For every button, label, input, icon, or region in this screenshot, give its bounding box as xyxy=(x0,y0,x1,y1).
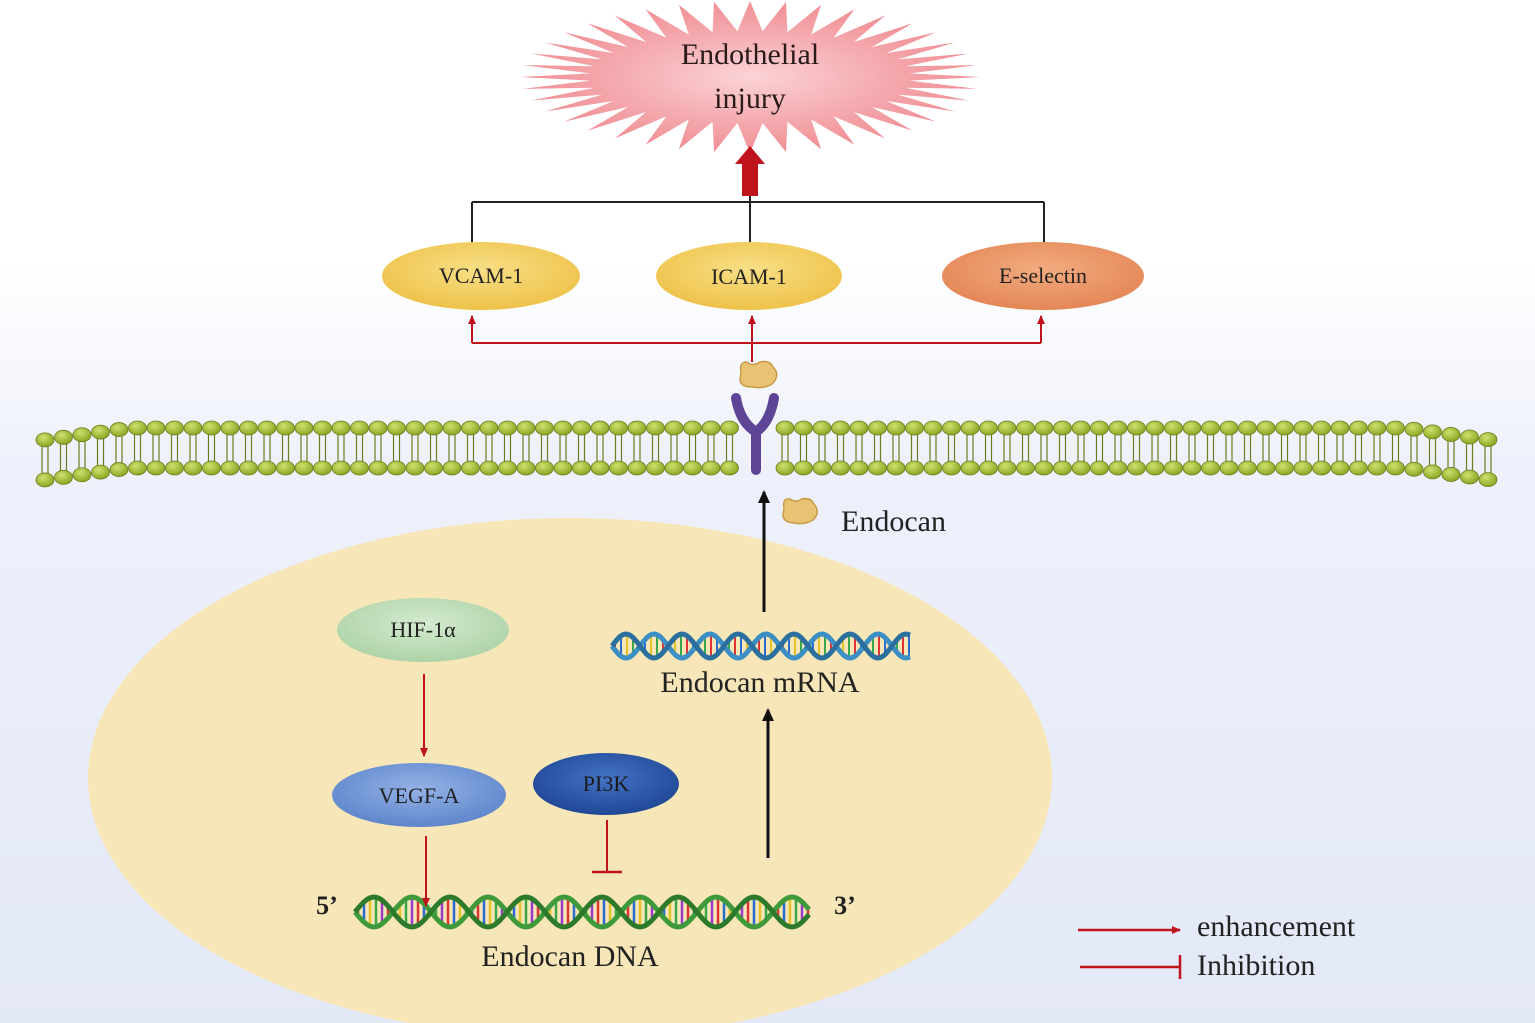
endocan-dna-helix xyxy=(353,894,811,930)
legend-inhibition-label: Inhibition xyxy=(1197,949,1316,982)
injury-arrow xyxy=(735,146,765,196)
icam-1-label: ICAM-1 xyxy=(711,264,787,289)
e-selectin-node xyxy=(942,242,1144,310)
endocan-receptor xyxy=(731,393,779,475)
endothelial-injury-label: Endothelial injury xyxy=(681,33,819,121)
pi3k-node xyxy=(533,753,679,815)
injury-label-line2: injury xyxy=(714,82,786,115)
vcam-1-label: VCAM-1 xyxy=(438,263,524,288)
endocan-dna-label: Endocan DNA xyxy=(481,940,659,973)
vegf-a-node xyxy=(332,763,506,827)
endocan-mrna-strand xyxy=(609,631,912,661)
pi3k-inhibition xyxy=(592,820,622,874)
e-selectin-label: E-selectin xyxy=(999,263,1087,288)
legend-enhancement-label: enhancement xyxy=(1197,910,1356,943)
hif-1a-label: HIF-1α xyxy=(390,617,456,642)
vcam-1-node xyxy=(382,242,580,310)
pi3k-label: PI3K xyxy=(582,771,630,796)
endocan-mrna-label: Endocan mRNA xyxy=(660,666,860,699)
icam-1-node xyxy=(656,242,842,310)
enhancement-bracket xyxy=(468,315,1045,362)
three-prime-label: 3’ xyxy=(834,891,856,920)
five-prime-label: 5’ xyxy=(316,891,338,920)
cell-membrane xyxy=(35,420,1498,488)
endocan-label: Endocan xyxy=(841,505,946,538)
vegf-a-label: VEGF-A xyxy=(378,783,460,808)
bound-endocan-molecule xyxy=(739,360,778,389)
legend-inhibition-symbol xyxy=(1080,955,1182,979)
free-endocan-molecule xyxy=(782,497,818,525)
hif-1a-node xyxy=(337,598,509,662)
endothelial-injury-starburst xyxy=(520,1,980,153)
injury-label-line1: Endothelial xyxy=(680,38,820,71)
